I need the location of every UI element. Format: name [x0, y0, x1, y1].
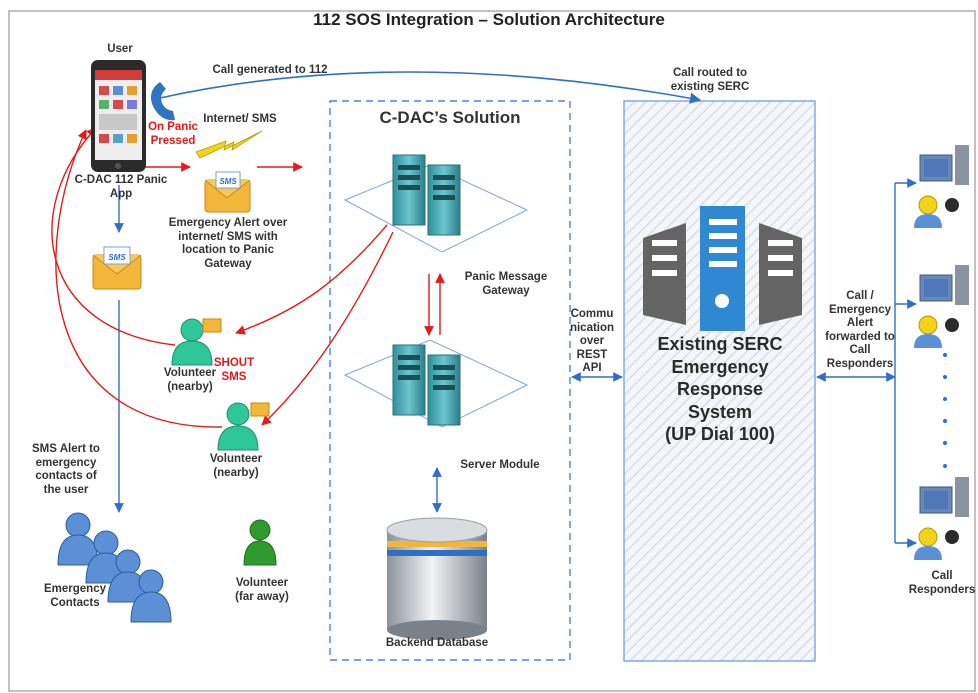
- app-label: C-DAC 112 Panic App: [74, 174, 168, 200]
- emergency-contacts-label: Emergency Contacts: [43, 583, 106, 609]
- server-module-label: Server Module: [460, 459, 540, 471]
- envelope-sms-icon: [92, 246, 142, 290]
- internet-sms-label: Internet/ SMS: [203, 113, 277, 125]
- outer-frame: [8, 10, 976, 692]
- panic-gateway-label: Panic Message Gateway: [464, 271, 548, 297]
- lightning-icon: [195, 130, 263, 159]
- serc-server-icon: [643, 206, 802, 331]
- shout-sms-label: SHOUT SMS: [213, 357, 255, 383]
- volunteer-nearby-label-2: Volunteer (nearby): [209, 453, 263, 479]
- cdac-solution-box: [329, 100, 571, 661]
- sms-badge: SMS: [219, 177, 237, 186]
- forwarded-label: Call / Emergency Alert forwarded to Call…: [825, 290, 895, 370]
- emergency-contacts-icon: [57, 512, 172, 623]
- volunteer-nearby-icon: [171, 318, 222, 366]
- computer-icon: [914, 145, 969, 228]
- volunteer-far-icon: [243, 519, 277, 566]
- serc-label: Existing SERC Emergency Response System …: [657, 334, 783, 444]
- server-icon: [343, 154, 529, 253]
- computer-icon: [914, 477, 969, 560]
- phone-icon: [151, 82, 175, 121]
- rest-api-label: Commu nication over REST API: [569, 308, 615, 375]
- cdac-solution-title: C-DAC’s Solution: [379, 108, 521, 127]
- emergency-alert-label: Emergency Alert over internet/ SMS with …: [168, 217, 288, 270]
- on-panic-label: On Panic Pressed: [148, 121, 198, 147]
- call-routed-arrow: [159, 71, 702, 104]
- database-icon: [386, 517, 488, 640]
- smartphone-icon: [91, 60, 146, 172]
- volunteer-far-label: Volunteer (far away): [235, 577, 289, 603]
- backend-database-label: Backend Database: [385, 637, 489, 649]
- call-routed-label: Call routed to existing SERC: [670, 67, 750, 93]
- volunteer-nearby-icon: [217, 402, 270, 451]
- diagram-title: 112 SOS Integration – Solution Architect…: [313, 10, 665, 29]
- envelope-sms-icon: [204, 171, 251, 213]
- computer-icon: [914, 265, 969, 348]
- call-responders-label: Call Responders: [908, 570, 976, 596]
- user-label: User: [107, 43, 133, 55]
- volunteer-nearby-label-1: Volunteer (nearby): [163, 367, 217, 393]
- serc-box: [623, 100, 816, 662]
- server-icon: [343, 339, 529, 428]
- sms-alert-label: SMS Alert to emergency contacts of the u…: [32, 443, 100, 496]
- call-generated-label: Call generated to 112: [212, 64, 328, 76]
- svg-text:SMS: SMS: [108, 253, 126, 262]
